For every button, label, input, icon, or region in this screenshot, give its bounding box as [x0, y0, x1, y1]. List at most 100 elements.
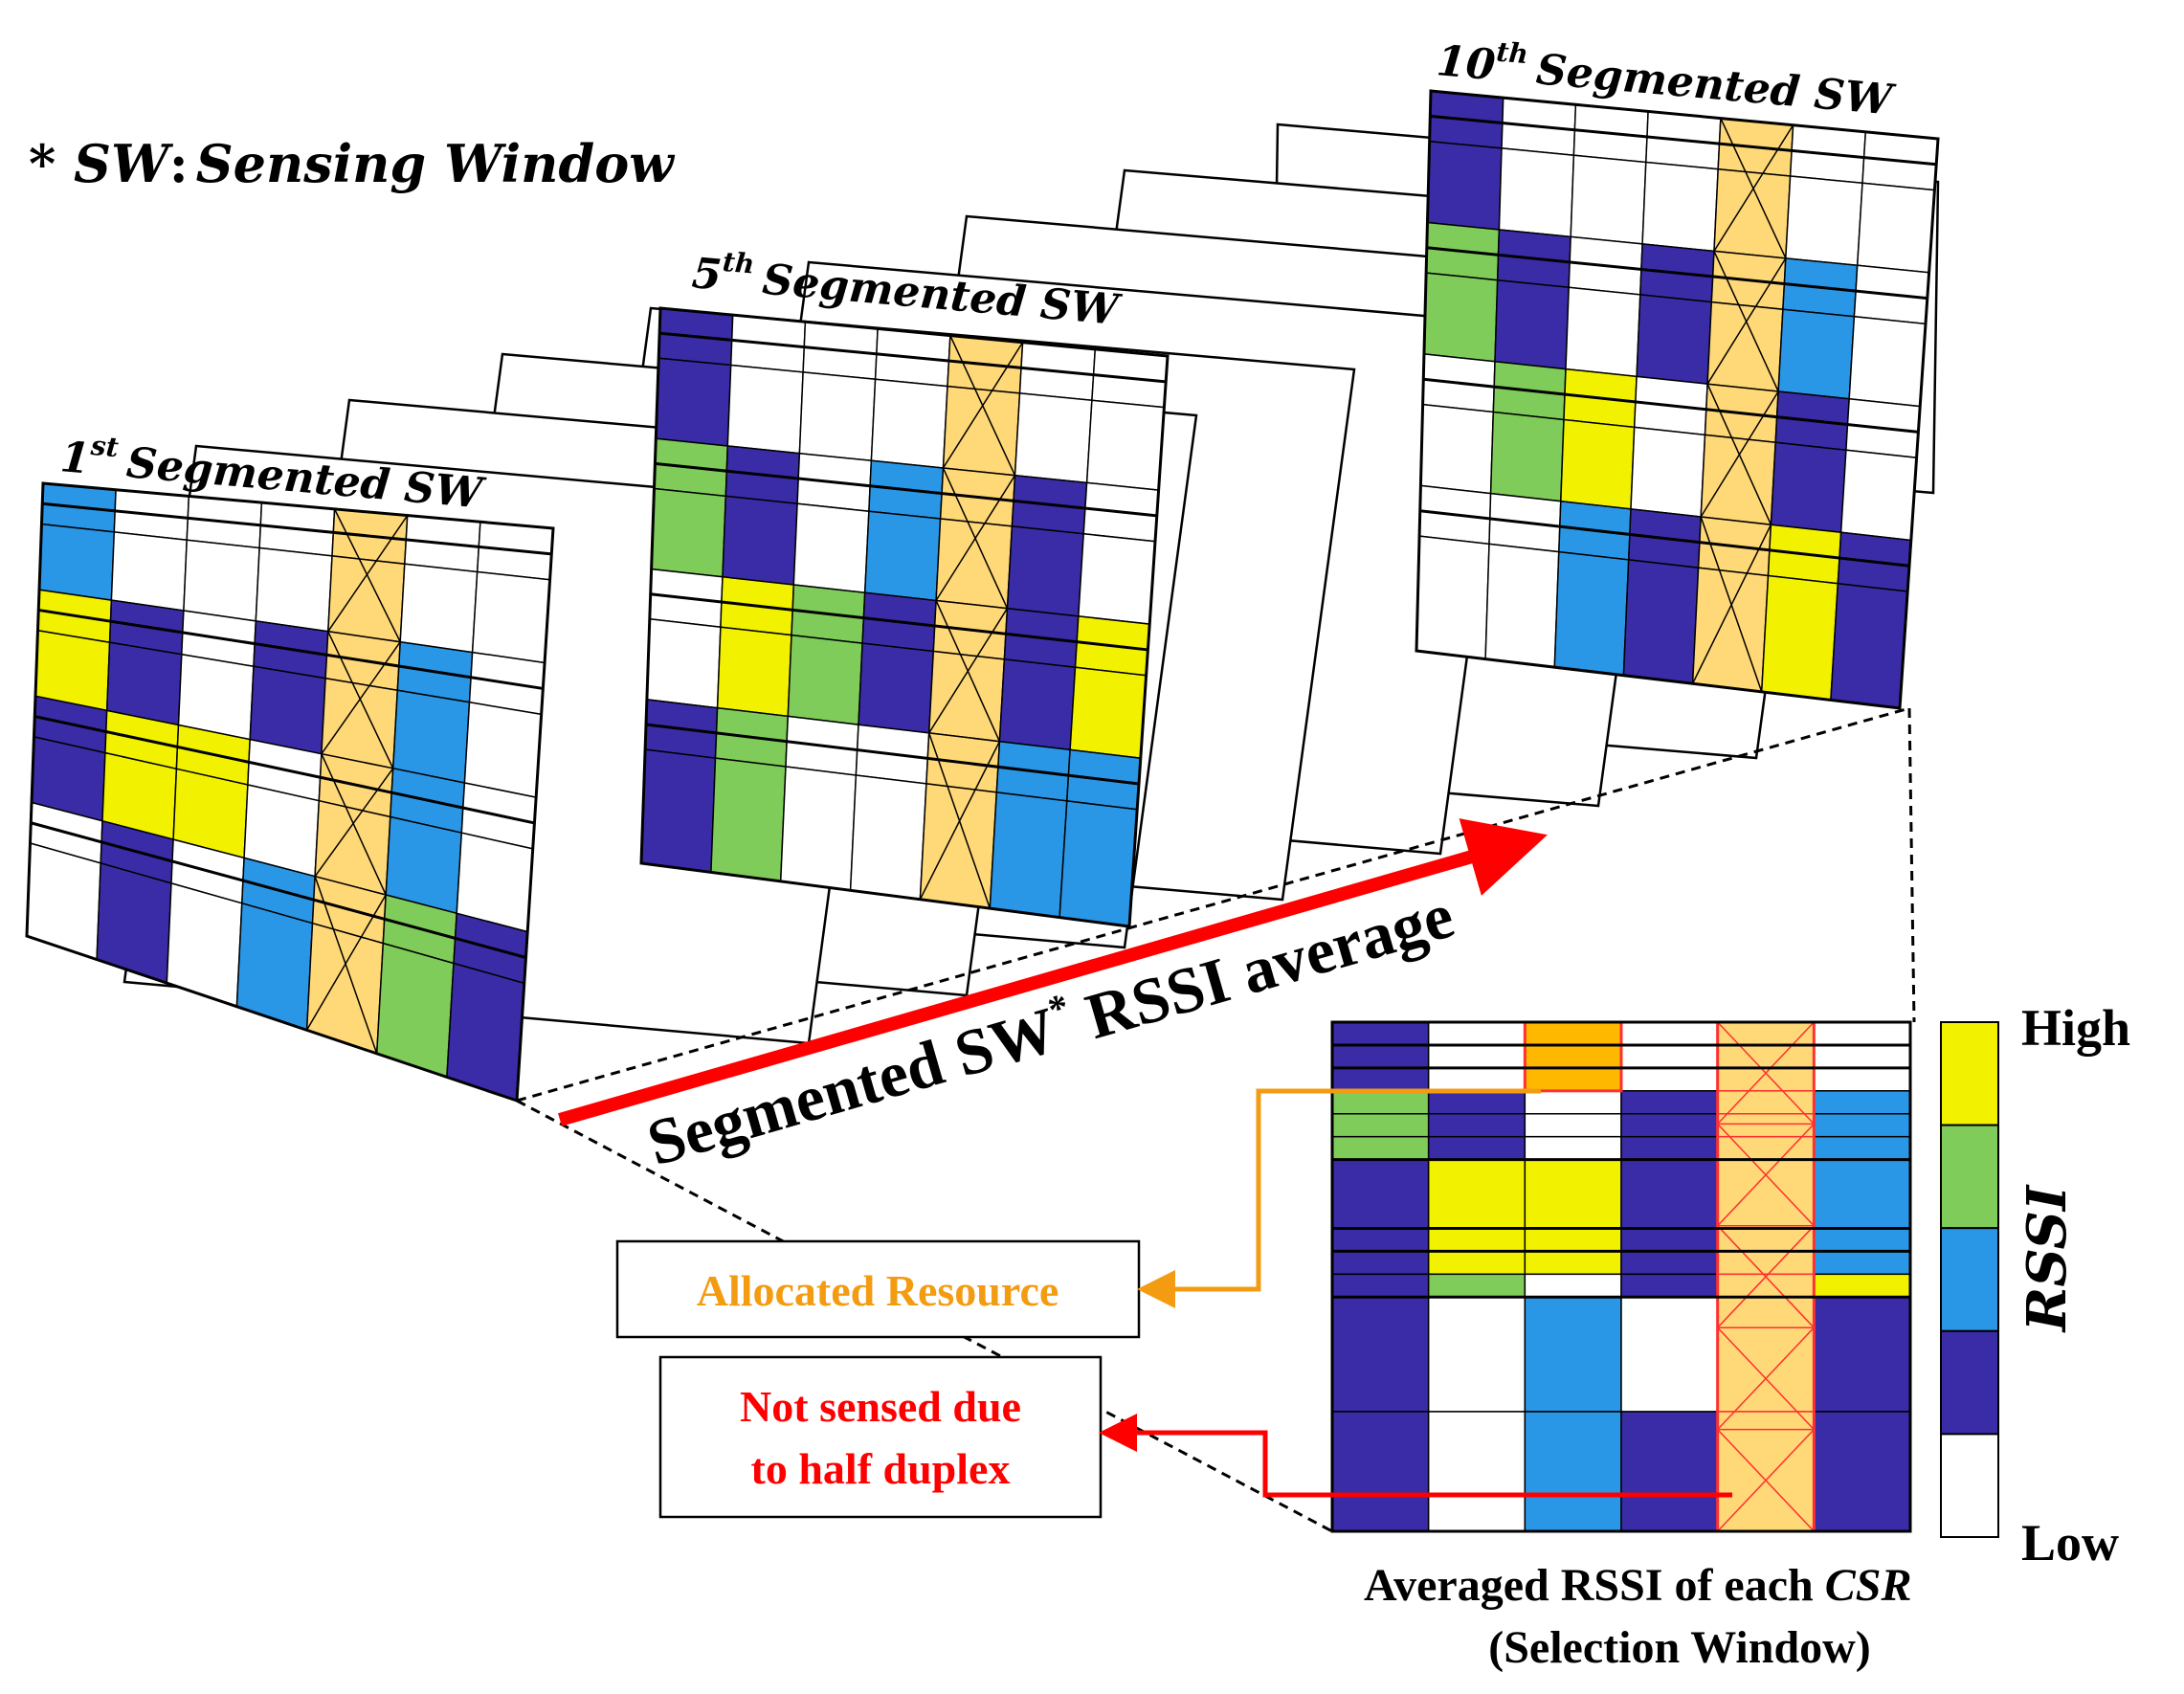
resource-cell: [792, 502, 870, 594]
resource-cell: [1830, 582, 1908, 709]
selection-cell: [1427, 1273, 1527, 1299]
selection-cell: [1716, 1067, 1816, 1092]
selection-cell: [1620, 1067, 1719, 1092]
projection-line-right: [1907, 707, 1916, 1023]
half-duplex-cross: [327, 631, 394, 769]
resource-cell: [849, 774, 927, 901]
resource-cell: [1560, 418, 1636, 510]
resource-cell: [1760, 574, 1839, 702]
selection-cell: [1331, 1090, 1430, 1115]
resource-cell: [1856, 182, 1936, 274]
selection-cell: [1427, 1090, 1527, 1115]
resource-cell: [998, 658, 1077, 751]
projection-line-top: [516, 706, 1910, 1103]
selection-cell: [1427, 1044, 1527, 1069]
resource-cell: [38, 523, 116, 601]
resource-cell: [255, 546, 333, 633]
legend-low-label: Low: [2021, 1514, 2119, 1571]
selection-cell: [1427, 1021, 1527, 1046]
selection-cell: [1331, 1021, 1430, 1046]
half-duplex-cross: [1691, 524, 1772, 684]
selection-cell: [1620, 1273, 1719, 1299]
selection-cell: [1331, 1158, 1430, 1230]
selection-cell: [1524, 1411, 1622, 1532]
selection-caption-line1: Averaged RSSI of each CSR: [1364, 1560, 1911, 1611]
selection-cell: [1813, 1273, 1911, 1299]
half-duplex-cross: [314, 768, 394, 878]
selection-cell: [1716, 1158, 1816, 1230]
selection-cell: [1620, 1113, 1719, 1138]
selection-cell: [1716, 1227, 1816, 1253]
selection-cell: [1620, 1090, 1719, 1115]
selection-cell: [1620, 1044, 1719, 1069]
not-sensed-pointer: [1099, 1414, 1732, 1498]
legend-swatch: [1940, 1227, 1999, 1332]
legend-swatch: [1940, 1329, 1999, 1436]
selection-cell: [1331, 1044, 1430, 1069]
selection-cell: [1524, 1227, 1622, 1253]
selection-half-duplex-cross: [1717, 1123, 1815, 1227]
segmented-windows: [25, 89, 1940, 1103]
row-separator: [655, 461, 1157, 518]
resource-cell: [1641, 161, 1719, 253]
row-separator: [30, 821, 526, 959]
selection-cell: [1331, 1227, 1430, 1253]
resource-cell: [26, 842, 101, 961]
legend-swatch: [1940, 1433, 1999, 1539]
legend-high-label: High: [2021, 999, 2130, 1057]
resource-cell: [399, 563, 479, 654]
not-sensed-label-line1: Not sensed due: [740, 1382, 1021, 1431]
selection-cell: [1620, 1021, 1719, 1046]
resource-cell: [1059, 800, 1138, 927]
resource-cell: [1848, 315, 1927, 408]
resource-cell: [870, 378, 948, 469]
half-duplex-cross: [1713, 124, 1794, 252]
row-separator: [1419, 509, 1910, 568]
resource-cell: [863, 510, 942, 602]
resource-cell: [1069, 666, 1148, 760]
selection-half-duplex-cross: [1717, 1021, 1815, 1125]
half-duplex-cross: [305, 894, 387, 1031]
selection-cell: [1716, 1021, 1816, 1046]
row-separator: [38, 608, 544, 690]
not-sensed-box: [658, 1355, 1103, 1519]
resource-cell: [858, 642, 935, 734]
selection-cell: [1813, 1158, 1911, 1230]
resource-cell: [1006, 525, 1084, 617]
average-arrow: [558, 818, 1548, 1126]
selection-cell: [1620, 1158, 1719, 1230]
resource-cell: [1553, 550, 1630, 677]
resource-cell: [1415, 535, 1490, 660]
resource-cell: [722, 495, 798, 586]
selection-cell: [1620, 1296, 1719, 1413]
legend-swatch: [1940, 1021, 1999, 1126]
resource-cell: [1484, 543, 1560, 668]
legend-axis-label: RSSI: [2016, 1184, 2079, 1333]
sensing-window-note: * SW:Sensing Window: [29, 133, 676, 194]
selection-cell: [1427, 1411, 1527, 1532]
resource-cell: [650, 487, 727, 578]
half-duplex-cross: [928, 608, 1009, 734]
selection-cell: [1524, 1135, 1622, 1161]
selection-cell: [1524, 1296, 1622, 1413]
resource-cell: [655, 357, 732, 447]
selection-cell: [1620, 1411, 1719, 1532]
resource-cell: [1078, 532, 1156, 625]
resource-cell: [1014, 392, 1093, 484]
resource-cell: [1419, 403, 1495, 495]
resource-cell: [1785, 175, 1863, 267]
selection-cell: [1524, 1250, 1622, 1276]
half-duplex-cross: [314, 876, 378, 1055]
selection-cell: [1427, 1296, 1527, 1413]
selection-cell: [1427, 1067, 1527, 1092]
selection-half-duplex-cross: [1717, 1429, 1815, 1532]
selection-cell: [1524, 1158, 1622, 1230]
selection-cell: [1716, 1113, 1816, 1138]
selection-cell: [1331, 1296, 1430, 1413]
resource-cell: [249, 665, 326, 755]
half-duplex-cross: [321, 641, 401, 755]
resource-cell: [710, 757, 787, 882]
panel-tenth: [1415, 89, 1940, 710]
resource-cell: [1565, 286, 1641, 378]
